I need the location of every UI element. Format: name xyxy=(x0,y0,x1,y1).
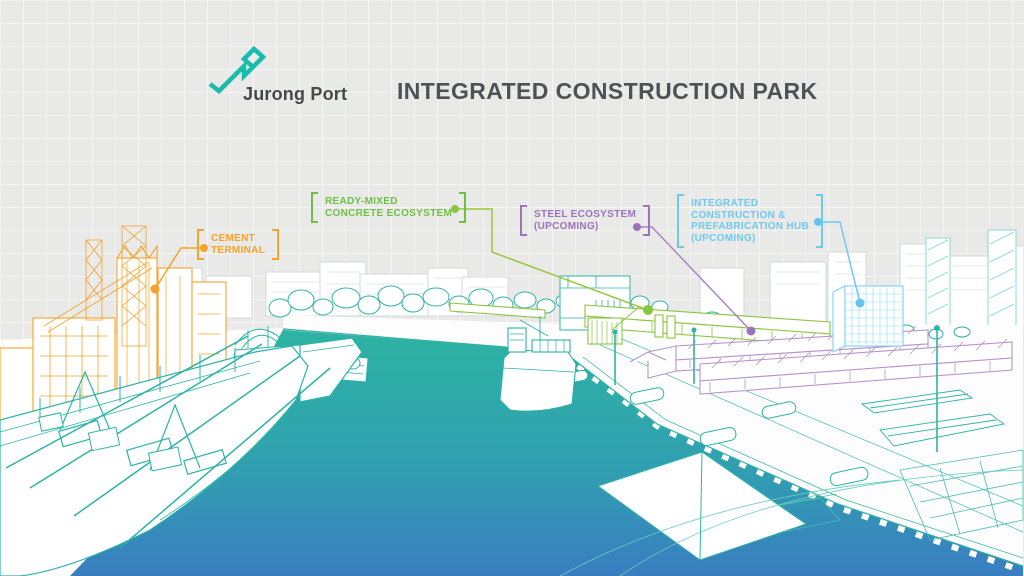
right-bracket xyxy=(816,194,823,248)
left-bracket xyxy=(677,194,684,248)
quay-cranes xyxy=(5,335,331,549)
left-bracket xyxy=(311,192,318,223)
callout-leaders xyxy=(150,205,865,336)
label-text: READY-MIXED CONCRETE ECOSYSTEM xyxy=(325,196,453,219)
label-cement-terminal: CEMENT TERMINAL xyxy=(197,229,280,260)
hub-marker-dot xyxy=(855,298,865,308)
prefab-hub-building xyxy=(832,285,904,353)
brand-wordmark: Jurong Port xyxy=(243,84,348,104)
left-bracket xyxy=(520,205,527,236)
page-title: INTEGRATED CONSTRUCTION PARK xyxy=(397,78,818,104)
label-prefabrication-hub: INTEGRATED CONSTRUCTION & PREFABRICATION… xyxy=(677,194,823,248)
concrete-label-dot xyxy=(451,205,459,213)
cement-terminal-label-dot xyxy=(200,244,208,252)
steel-marker-dot xyxy=(746,326,756,336)
label-ready-mixed-concrete: READY-MIXED CONCRETE ECOSYSTEM xyxy=(311,192,467,223)
label-text: INTEGRATED CONSTRUCTION & PREFABRICATION… xyxy=(691,198,809,244)
right-bracket xyxy=(272,229,280,260)
cement-terminal-marker-dot xyxy=(150,284,160,294)
hub-label-dot xyxy=(814,218,822,226)
concrete-marker-dot xyxy=(643,305,653,315)
label-steel-ecosystem: STEEL ECOSYSTEM (UPCOMING) xyxy=(520,205,651,236)
docked-ship xyxy=(499,316,577,412)
label-text: CEMENT TERMINAL xyxy=(211,233,266,256)
jurong-port-logo-icon xyxy=(208,45,267,94)
right-bracket xyxy=(459,192,467,223)
left-bracket xyxy=(197,229,204,260)
right-bank-details xyxy=(559,325,1024,576)
right-bracket xyxy=(643,205,651,236)
steel-label-dot xyxy=(633,223,641,231)
label-text: STEEL ECOSYSTEM (UPCOMING) xyxy=(534,209,637,232)
